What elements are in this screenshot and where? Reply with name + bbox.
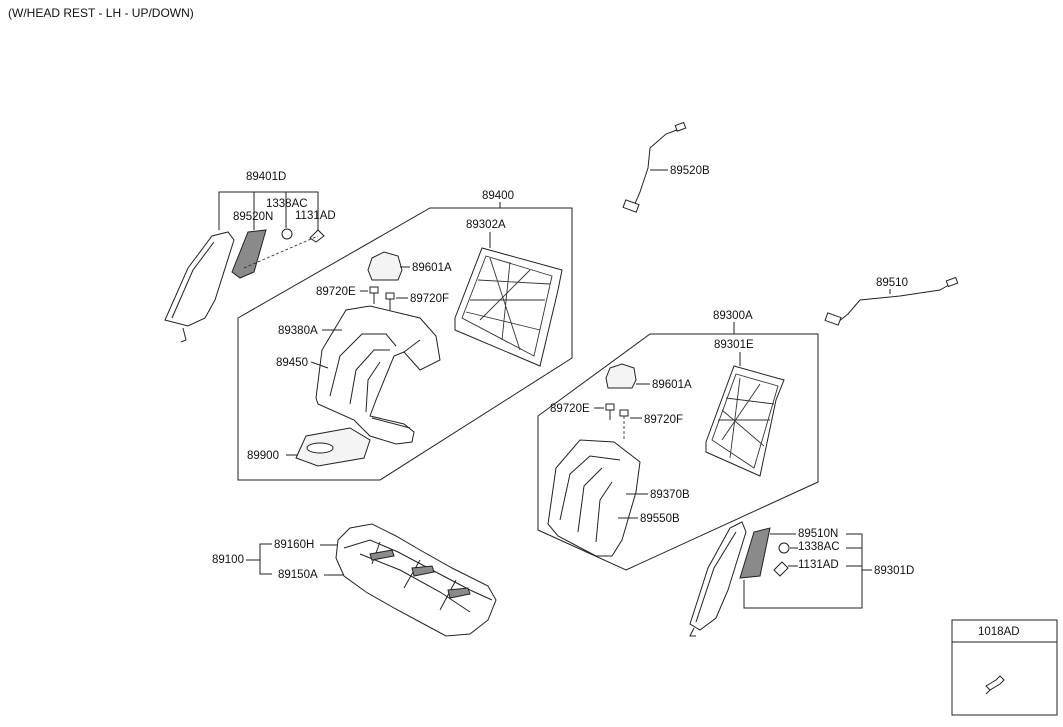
seat-cushion-group: 89100 89160H 89150A — [212, 523, 497, 637]
guide-89720E-a — [369, 286, 379, 294]
label-1338AC-b: 1338AC — [798, 541, 840, 553]
label-89720F-b: 89720F — [644, 414, 683, 426]
frame-89302A — [454, 247, 563, 367]
label-89300A: 89300A — [713, 310, 753, 322]
label-89380A: 89380A — [278, 325, 318, 337]
label-89510: 89510 — [876, 277, 908, 289]
label-89601A-a: 89601A — [412, 262, 452, 274]
seatback-rh-boundary — [537, 333, 819, 571]
seatback-cover-89380A — [315, 305, 441, 445]
label-89301E: 89301E — [714, 339, 754, 351]
headrest-89601A-a — [367, 251, 403, 281]
cushion-stripes — [369, 549, 471, 599]
label-89720F-a: 89720F — [410, 293, 449, 305]
harness-89510 — [837, 281, 955, 323]
label-89520N: 89520N — [233, 211, 273, 223]
side-bolster-rh — [689, 521, 747, 631]
label-89400: 89400 — [482, 190, 514, 202]
label-1338AC-a: 1338AC — [266, 198, 308, 210]
label-89302A: 89302A — [466, 219, 506, 231]
label-1018AD: 1018AD — [978, 626, 1020, 638]
screw-1018AD — [985, 675, 1005, 691]
frame-89301E — [705, 365, 785, 477]
label-89301D: 89301D — [874, 565, 914, 577]
pad-89510N — [739, 527, 771, 579]
guide-89720E-b — [605, 403, 615, 411]
label-89900: 89900 — [247, 450, 279, 462]
pad-89520N — [231, 229, 267, 279]
diagram-title: (W/HEAD REST - LH - UP/DOWN) — [8, 6, 194, 20]
seatback-lh-group: 89400 89302A 89601A 89720E 89720F 89380A… — [237, 190, 573, 481]
side-bolster-lh — [164, 231, 235, 327]
label-89450: 89450 — [276, 357, 308, 369]
clip-1338AC-a — [281, 228, 293, 240]
label-89720E-b: 89720E — [550, 403, 590, 415]
label-89601A-b: 89601A — [652, 379, 692, 391]
label-89520B: 89520B — [670, 165, 710, 177]
clip-1338AC-b — [778, 542, 790, 554]
seatback-rh-group: 89300A 89301E 89601A 89720E 89720F 89370… — [537, 310, 819, 571]
screw-1131AD-b — [773, 561, 789, 577]
label-89510N: 89510N — [798, 528, 838, 540]
label-89550B: 89550B — [640, 513, 680, 525]
label-89150A: 89150A — [278, 569, 318, 581]
label-1131AD-b: 1131AD — [798, 559, 839, 571]
seatback-cover-89370B — [547, 439, 641, 557]
label-89160H: 89160H — [274, 539, 314, 551]
cupholder — [306, 442, 334, 454]
harness-89520B — [633, 127, 683, 207]
guide-89720F-b — [619, 409, 629, 417]
label-89370B: 89370B — [650, 489, 690, 501]
seatback-lh-boundary — [237, 207, 573, 481]
headrest-89601A-b — [605, 363, 637, 389]
side-bolster-rh-group: 89510N 1338AC 1131AD 89301D — [689, 521, 914, 637]
label-89401D: 89401D — [246, 171, 286, 183]
harness-89510-group: 89510 — [824, 276, 959, 326]
seat-cushion-89100 — [335, 523, 497, 637]
guide-89720F-a — [385, 292, 395, 300]
label-1131AD-a: 1131AD — [295, 210, 336, 222]
label-89100: 89100 — [212, 554, 244, 566]
harness-89520B-group: 89520B — [622, 121, 710, 213]
screw-1131AD-a — [309, 229, 325, 243]
side-bolster-lh-group: 89401D 1338AC 89520N 1131AD — [164, 171, 336, 343]
label-89720E-a: 89720E — [316, 286, 356, 298]
part-box-1018AD: 1018AD — [951, 619, 1058, 716]
